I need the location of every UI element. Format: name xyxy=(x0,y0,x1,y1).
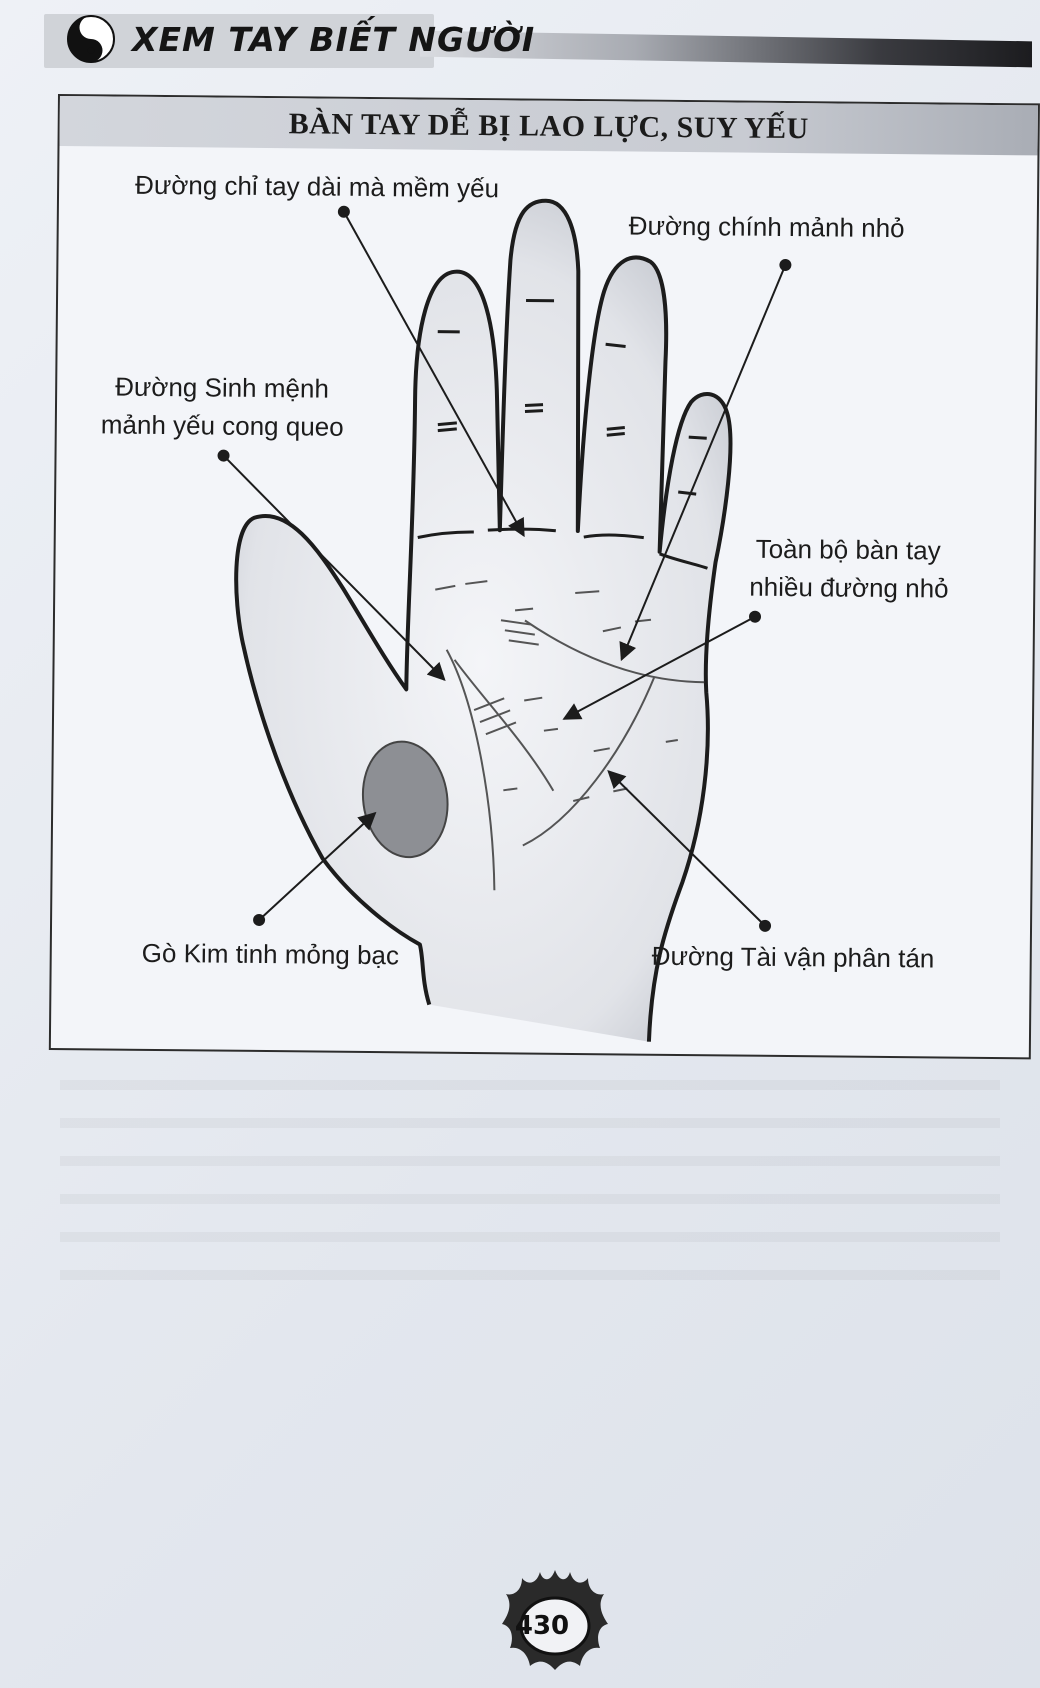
label-heart-line: Đường chỉ tay dài mà mềm yếu xyxy=(134,169,500,204)
label-venus-mount: Gò Kim tinh mỏng bạc xyxy=(141,937,400,971)
label-many-lines-2: nhiều đường nhỏ xyxy=(749,571,949,604)
book-title: XEM TAY BIẾT NGƯỜI xyxy=(132,20,536,59)
hand-outline xyxy=(234,198,733,1042)
figure-frame: BÀN TAY DỄ BỊ LAO LỰC, SUY YẾU xyxy=(48,94,1040,1060)
label-head-line: Đường chính mảnh nhỏ xyxy=(628,210,905,244)
yin-yang-icon xyxy=(67,15,115,63)
venus-mount-shading xyxy=(361,740,449,859)
label-many-lines-1: Toàn bộ bàn tay xyxy=(755,533,941,566)
label-fortune-line: Đường Tài vận phân tán xyxy=(651,940,935,974)
palm-diagram xyxy=(217,198,792,1042)
bleed-through-text xyxy=(60,1080,1000,1280)
label-life-line-2: mảnh yếu cong queo xyxy=(100,409,344,442)
page-number: 430 xyxy=(514,1611,570,1641)
label-life-line-1: Đường Sinh mệnh xyxy=(115,371,330,404)
flame-icon xyxy=(502,1570,608,1670)
